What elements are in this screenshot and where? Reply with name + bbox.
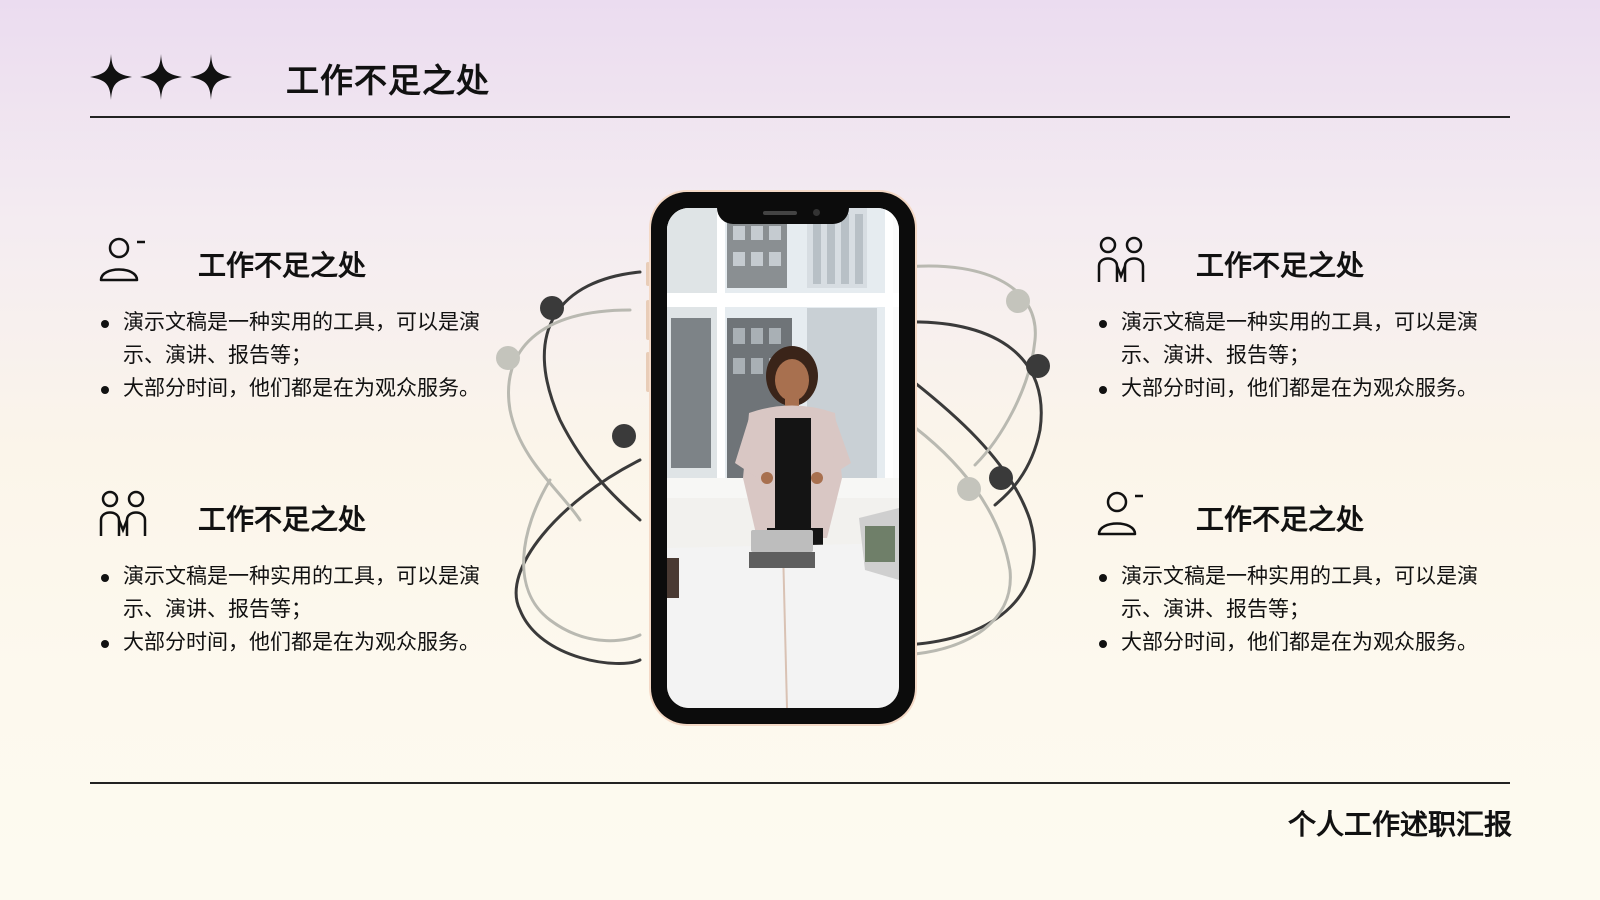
orbit-node-dark [1026, 354, 1050, 378]
phone-side-button [646, 262, 650, 286]
orbit-node-light [1006, 289, 1030, 313]
bullet-list: 演示文稿是一种实用的工具，可以是演示、演讲、报告等； 大部分时间，他们都是在为观… [99, 306, 513, 405]
phone-mockup [651, 192, 915, 724]
two-people-icon [99, 490, 147, 536]
list-item: 大部分时间，他们都是在为观众服务。 [101, 626, 513, 659]
orbit-decoration [496, 264, 1050, 665]
phone-screen-photo [667, 208, 899, 708]
orbit-node-dark [612, 424, 636, 448]
block-title: 工作不足之处 [198, 249, 367, 282]
list-item: 大部分时间，他们都是在为观众服务。 [1099, 372, 1511, 405]
header-divider [90, 116, 1510, 118]
person-icon [99, 237, 145, 282]
bullet-list: 演示文稿是一种实用的工具，可以是演示、演讲、报告等； 大部分时间，他们都是在为观… [99, 560, 513, 659]
phone-notch [717, 204, 849, 224]
bullet-list: 演示文稿是一种实用的工具，可以是演示、演讲、报告等； 大部分时间，他们都是在为观… [1097, 306, 1511, 405]
orbit-node-light [496, 346, 520, 370]
footer-divider [90, 782, 1510, 784]
list-item: 大部分时间，他们都是在为观众服务。 [1099, 626, 1511, 659]
list-item: 演示文稿是一种实用的工具，可以是演示、演讲、报告等； [1099, 560, 1511, 626]
two-people-icon [1097, 236, 1145, 282]
list-item: 大部分时间，他们都是在为观众服务。 [101, 372, 513, 405]
footer-title: 个人工作述职汇报 [1287, 808, 1512, 841]
list-item: 演示文稿是一种实用的工具，可以是演示、演讲、报告等； [101, 560, 513, 626]
orbit-node-light [957, 477, 981, 501]
block-title: 工作不足之处 [1196, 249, 1365, 282]
list-item: 演示文稿是一种实用的工具，可以是演示、演讲、报告等； [1099, 306, 1511, 372]
bullet-list: 演示文稿是一种实用的工具，可以是演示、演讲、报告等； 大部分时间，他们都是在为观… [1097, 560, 1511, 659]
phone-side-button [646, 300, 650, 340]
block-title: 工作不足之处 [198, 503, 367, 536]
office-woman-photo [667, 208, 899, 708]
orbit-node-dark [989, 466, 1013, 490]
phone-side-button [913, 315, 917, 375]
page-title: 工作不足之处 [286, 61, 490, 100]
sparkle-stars-icon [90, 54, 232, 100]
phone-side-button [646, 352, 650, 392]
block-title: 工作不足之处 [1196, 503, 1365, 536]
person-icon [1097, 491, 1143, 536]
list-item: 演示文稿是一种实用的工具，可以是演示、演讲、报告等； [101, 306, 513, 372]
orbit-node-dark [540, 296, 564, 320]
